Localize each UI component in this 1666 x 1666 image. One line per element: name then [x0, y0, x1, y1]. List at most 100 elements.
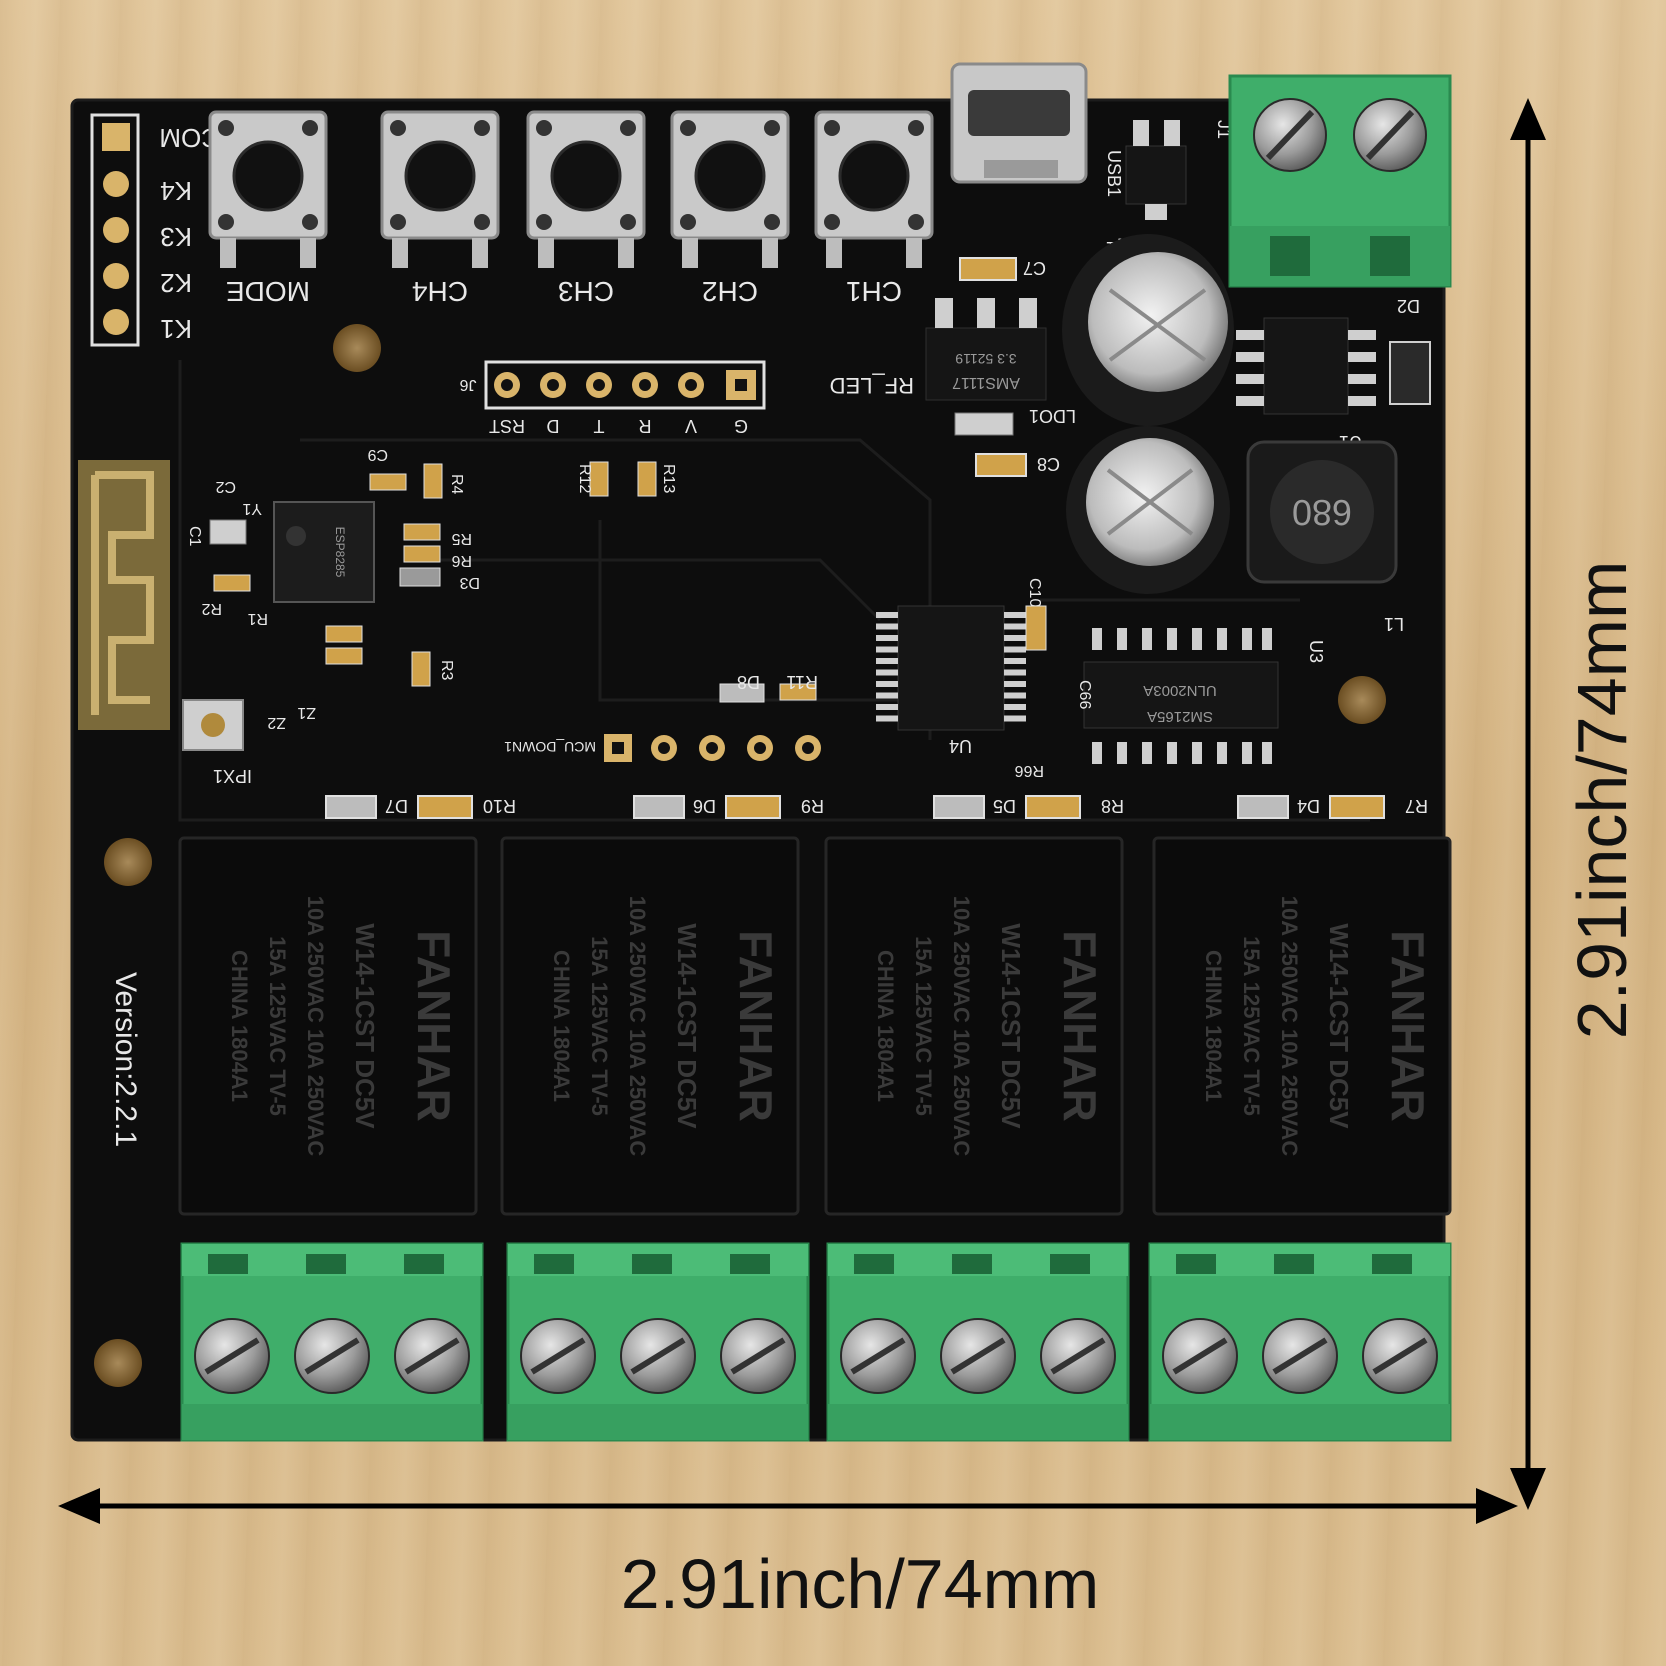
micro-usb-connector [950, 62, 1088, 184]
relay-marking: FANHAR [1054, 930, 1106, 1122]
output-terminal [506, 1242, 810, 1442]
capacitor-c10 [1025, 605, 1047, 651]
header-pin-label: K2 [160, 268, 192, 298]
j6-pin-label: G [734, 416, 748, 436]
header-pin-labels: COM K4 K3 K2 K1 [159, 123, 220, 344]
silkscreen-label: C9 [367, 446, 388, 463]
capacitor-c7 [959, 257, 1017, 281]
tactile-button: MODE [208, 110, 328, 307]
resistor-label: R8 [1101, 796, 1124, 816]
width-dimension-label: 2.91inch/74mm [621, 1545, 1100, 1623]
relay-marking: 10A 250VAC 10A 250VAC [625, 896, 650, 1157]
relays: FANHAR W14-1CST DC5V 10A 250VAC 10A 250VAC… [178, 836, 1452, 1216]
smd-labels: C2 C1 Y1 R2 R1 C9 R4 R5 R6 D3 R3 R12 R13… [186, 446, 818, 786]
mounting-hole [333, 324, 381, 372]
silkscreen-label: U4 [949, 736, 972, 756]
silkscreen-label: R4 [448, 474, 465, 495]
resistor-label: R9 [801, 796, 824, 816]
pcb-antenna [78, 460, 244, 751]
width-dimension-arrow [58, 1488, 1518, 1524]
header-pins [90, 113, 140, 347]
silkscreen-label: R13 [660, 464, 677, 493]
silkscreen-label: RF_LED [830, 373, 914, 398]
silkscreen-label: Z1 [297, 704, 316, 721]
silkscreen-label: USB1 [1104, 150, 1124, 197]
silkscreen-label: IPX1 [213, 766, 252, 786]
silkscreen-label: R5 [451, 530, 472, 547]
silkscreen-label: D8 [737, 672, 760, 692]
tactile-button: CH4 [380, 110, 500, 307]
mounting-hole [94, 1339, 142, 1387]
tactile-button: CH3 [526, 110, 646, 307]
relay-marking: 15A 125VAC TV-5 [587, 936, 612, 1116]
j6-header [484, 360, 766, 410]
button-label: CH1 [846, 276, 902, 307]
output-terminal [180, 1242, 484, 1442]
led-label: D4 [1297, 796, 1320, 816]
ic-u4 [876, 605, 1026, 731]
resistor-label: R10 [483, 796, 516, 816]
ic-uln2003a: ULN2003A SM2165A [1083, 628, 1279, 764]
silkscreen-label: R3 [438, 660, 455, 681]
output-terminal [826, 1242, 1130, 1442]
silkscreen-label: C8 [1037, 454, 1060, 474]
mounting-hole [104, 838, 152, 886]
button-label: CH3 [558, 276, 614, 307]
silkscreen-label: D2 [1397, 296, 1420, 316]
relay-marking: 10A 250VAC 10A 250VAC [1277, 896, 1302, 1157]
silkscreen-label: R12 [576, 464, 593, 493]
silkscreen-label: R1 [247, 610, 268, 627]
chip-marking: SM2165A [1147, 708, 1213, 725]
j6-label: J6 [459, 376, 476, 393]
chip-marking: AMS1117 [952, 374, 1020, 391]
silkscreen-label: C1 [186, 526, 203, 547]
diode-ldo1 [954, 412, 1014, 436]
silkscreen-label: MCU_DOWN1 [504, 739, 596, 755]
j6-pin-label: T [594, 416, 605, 436]
electrolytic-capacitor [1066, 426, 1230, 594]
relay-marking: W14-1CST DC5V [672, 923, 702, 1129]
chip-marking: 3.3 52119 [955, 351, 1016, 367]
relay-marking: FANHAR [1382, 930, 1434, 1122]
silkscreen-label: R11 [786, 672, 818, 692]
relay-marking: FANHAR [730, 930, 782, 1122]
silkscreen-label: C7 [1023, 258, 1046, 278]
height-dimension-label: 2.91inch/74mm [1563, 561, 1641, 1040]
inductor-l1: 680 [1246, 440, 1398, 584]
j6-pin-label: V [685, 416, 697, 436]
j6-pin-labels: G V R T D RST J6 [459, 376, 748, 436]
j6-pin-label: D [547, 416, 560, 436]
capacitor-c8 [975, 453, 1027, 477]
silkscreen-label: R2 [201, 600, 222, 617]
transistor-q1 [1125, 120, 1187, 220]
relay-fanhar: FANHAR W14-1CST DC5V 10A 250VAC 10A 250VAC… [500, 836, 800, 1216]
header-pin-label: K3 [160, 222, 192, 252]
led-label: D6 [693, 796, 716, 816]
ic-u1 [1236, 317, 1376, 415]
button-label: MODE [226, 276, 310, 307]
silkscreen-label: D3 [459, 574, 480, 591]
button-label: CH4 [412, 276, 468, 307]
relay-marking: 15A 125VAC TV-5 [911, 936, 936, 1116]
esp8285-chip: ESP8285 [273, 501, 375, 603]
relay-indicator: D6 R9 [633, 795, 824, 819]
tactile-button: CH2 [670, 110, 790, 307]
relay-marking: W14-1CST DC5V [996, 923, 1026, 1129]
smd-components [209, 461, 817, 703]
diode-d2 [1389, 341, 1431, 405]
relay-marking: CHINA 1804A1 [549, 950, 574, 1102]
relay-marking: CHINA 1804A1 [1201, 950, 1226, 1102]
output-terminal [1148, 1242, 1452, 1442]
silkscreen-label: LDO1 [1029, 406, 1076, 426]
inductor-marking: 680 [1292, 492, 1352, 533]
chip-marking: ULN2003A [1143, 682, 1216, 699]
power-terminal-block [1228, 74, 1452, 288]
version-label: Version:2.2.1 [109, 972, 142, 1147]
